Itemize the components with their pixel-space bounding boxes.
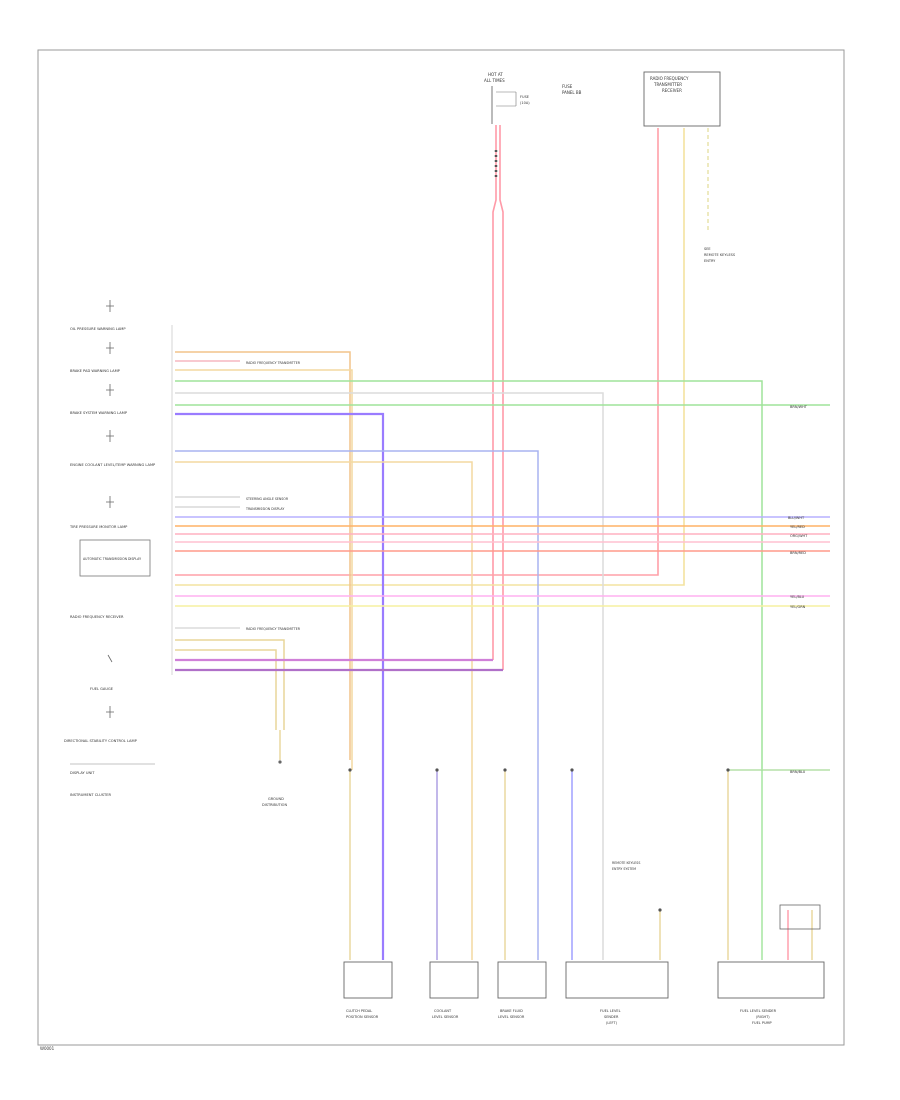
clutch-label-2: POSITION SENSOR [346,1015,379,1019]
ground-label-2: DISTRIBUTION [262,803,287,807]
coolant-label-1: COOLANT [434,1009,452,1013]
radio-note-3: ENTRY [704,259,716,263]
fuse-title-line1: HOT AT [488,72,503,77]
radio-note-2: REMOTE KEYLESS [704,253,736,257]
cluster-label-dsc: DIRECTIONAL STABILITY CONTROL LAMP [64,739,138,743]
wire-label-8: BRN/BLU [790,770,806,774]
clutch-label-1: CLUTCH PEDAL [346,1009,372,1013]
wire-label-1: BRN/WHT [790,405,808,409]
radio-note-1: SEE [704,247,711,251]
cluster-display-box [79,539,151,577]
wire-label-5: BRN/RED [790,551,806,555]
clutch-sensor-box [343,961,393,999]
fuse-box-1: FUSE [562,84,573,89]
instrument-cluster-labels: OIL PRESSURE WARNING LAMP BRAKE PAD WARN… [64,300,173,797]
cluster-label-brakepad: BRAKE PAD WARNING LAMP [70,369,121,373]
coolant-sensor-box [429,961,479,999]
fuel-right-label-1: FUEL LEVEL SENDER [740,1009,777,1013]
ground-point: GROUND DISTRIBUTION [262,760,287,807]
cluster-label-rf: RADIO FREQUENCY RECEIVER [70,615,124,619]
cluster-label-coolant: ENGINE COOLANT LEVEL/TEMP WARNING LAMP [70,463,156,467]
fuel-sender-left-box [565,961,669,999]
cluster-label-ic: INSTRUMENT CLUSTER [70,793,111,797]
fuse-label-1: FUSE [520,95,529,99]
radio-title-1: RADIO FREQUENCY [650,76,689,81]
connector-dots [348,768,730,912]
coolant-label-2: LEVEL SENSOR [432,1015,459,1019]
bottom-components: CLUTCH PEDAL POSITION SENSOR COOLANT LEV… [343,904,825,1025]
fuel-right-label-3: FUEL PUMP [752,1021,772,1025]
annotation-trans: TRANSMISSION DISPLAY [245,507,284,511]
fuse-bracket [496,91,517,107]
fuse-box-2: PANEL BB [562,90,582,95]
sensor-notes: REMOTE KEYLESS ENTRY SYSTEM [612,861,640,871]
footer-code: W0001 [40,1046,55,1051]
brake-fluid-sensor-box [497,961,547,999]
ground-label-1: GROUND [268,797,284,801]
cluster-label-brakesys: BRAKE SYSTEM WARNING LAMP [70,411,128,415]
wire-label-6: YEL/BLU [790,595,805,599]
fuel-right-label-2: (RIGHT) [756,1015,770,1019]
vertical-wires-bottom [279,730,830,960]
fuel-left-label-3: (LEFT) [606,1021,618,1025]
wire-label-3: YEL/RED [790,525,805,529]
fuel-pump-box [779,904,821,930]
cluster-label-oil: OIL PRESSURE WARNING LAMP [70,327,126,331]
radio-title-2: TRANSMITTER [653,82,682,87]
right-wire-labels: BRN/WHT BLU/WHT YEL/RED ORG/WHT BRN/RED … [788,405,808,774]
wire-annotations: RADIO FREQUENCY TRANSMITTER STEERING ANG… [245,361,301,631]
wire-label-2: BLU/WHT [788,516,805,520]
horizontal-wire-bus [175,351,830,960]
lamp-icons [106,300,114,718]
wire-label-4: ORG/WHT [790,534,808,538]
brake-fluid-label-1: BRAKE FLUID [500,1009,523,1013]
cluster-label-fuel: FUEL GAUGE [90,687,114,691]
radio-title-3: RECEIVER [662,88,682,93]
vertical-wires-top [175,125,709,670]
cluster-label-tpms: TIRE PRESSURE MONITOR LAMP [69,525,128,529]
radio-module-box [643,71,721,127]
sensor-note-1: REMOTE KEYLESS [612,861,640,865]
brake-fluid-label-2: LEVEL SENSOR [498,1015,525,1019]
fuel-sender-right-box [717,961,825,999]
fuse-panel-area: HOT AT ALL TIMES FUSE (10A) FUSE PANEL B… [484,72,582,124]
cluster-label-display: DISPLAY UNIT [70,771,95,775]
sensor-note-2: ENTRY SYSTEM [612,867,636,871]
annotation-rf-2: RADIO FREQUENCY TRANSMITTER [246,627,301,631]
fuel-left-label-1: FUEL LEVEL [600,1009,621,1013]
fuse-title-line2: ALL TIMES [484,78,505,83]
diagram-frame [37,49,845,1046]
cluster-box-text: AUTOMATIC TRANSMISSION DISPLAY [83,557,141,561]
annotation-rf-1: RADIO FREQUENCY TRANSMITTER [246,361,301,365]
wire-label-7: YEL/GRN [790,605,806,609]
annotation-steering: STEERING ANGLE SENSOR [246,497,289,501]
fuse-label-2: (10A) [520,101,530,105]
radio-frequency-module: RADIO FREQUENCY TRANSMITTER RECEIVER SEE… [643,71,736,263]
fuel-left-label-2: SENDER [604,1015,619,1019]
